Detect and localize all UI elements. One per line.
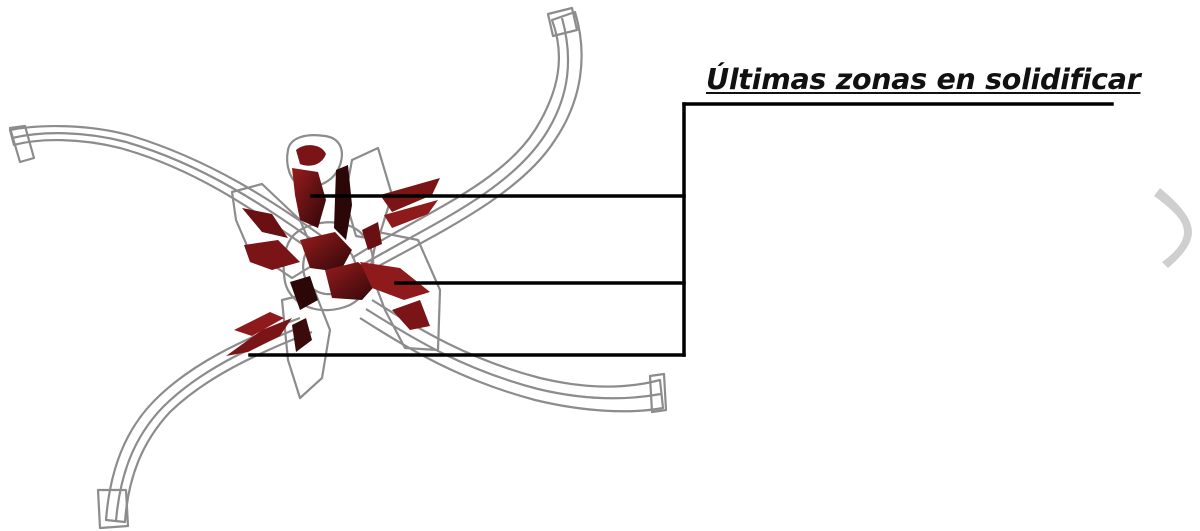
hot-spot (392, 300, 430, 330)
hot-spot (360, 262, 430, 300)
chevron-right-icon[interactable] (1148, 180, 1200, 280)
hot-spot (292, 318, 312, 352)
hot-spot (290, 276, 318, 310)
arm-bottom-left (106, 318, 312, 522)
blade-bottom (282, 292, 330, 398)
arm-top-right-inner (362, 18, 568, 265)
annotation-label: Últimas zonas en solidificar (706, 62, 1140, 98)
hot-spot (296, 145, 326, 166)
hot-spot (362, 222, 382, 250)
hot-spot (242, 208, 288, 238)
hot-spot (244, 240, 300, 270)
